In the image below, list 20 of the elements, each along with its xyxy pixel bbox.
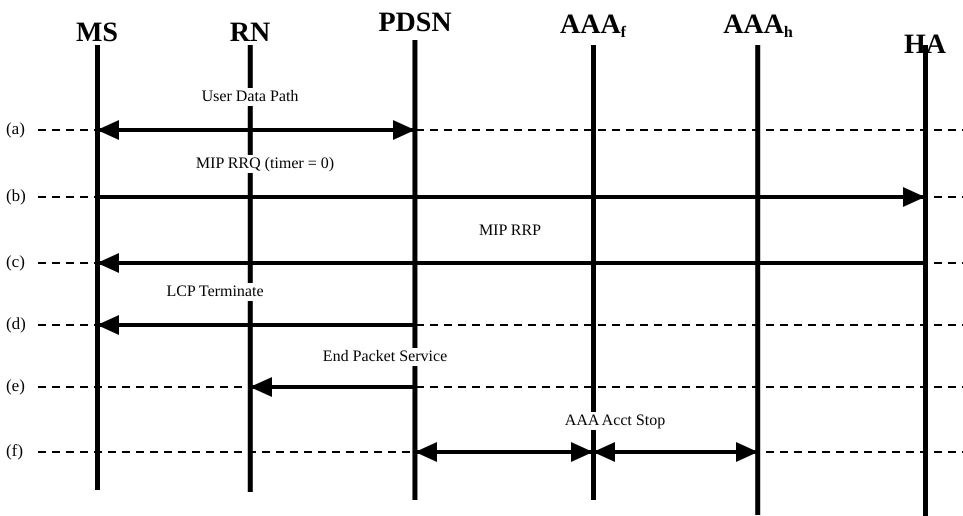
row-label: (f) bbox=[6, 441, 25, 461]
row-label: (d) bbox=[6, 314, 28, 334]
participant-name: PDSN bbox=[378, 7, 452, 38]
participant-name: MS bbox=[76, 17, 118, 48]
row-label: (e) bbox=[6, 376, 27, 396]
participant-name: RN bbox=[230, 17, 270, 48]
arrow bbox=[415, 442, 593, 462]
arrow bbox=[97, 253, 925, 273]
participant-name: HA bbox=[904, 29, 946, 60]
participant-name: AAA$_{h}$ bbox=[723, 9, 793, 40]
arrow bbox=[97, 187, 925, 207]
arrow bbox=[97, 315, 415, 335]
arrow bbox=[97, 120, 415, 140]
message-label: User Data Path bbox=[198, 88, 302, 106]
participant-name: AAA$_{f}$ bbox=[560, 9, 626, 40]
arrow bbox=[250, 377, 415, 397]
row-label: (b) bbox=[6, 186, 28, 206]
row-label: (c) bbox=[6, 252, 27, 272]
arrow bbox=[593, 442, 758, 462]
row-label: (a) bbox=[6, 119, 27, 139]
